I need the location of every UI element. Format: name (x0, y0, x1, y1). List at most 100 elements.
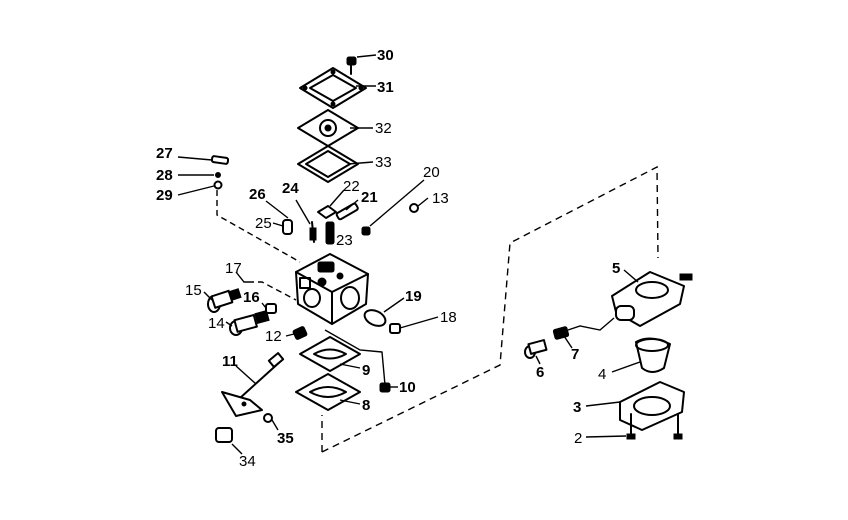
leader-17 (235, 271, 248, 283)
drain-line-10 (324, 329, 386, 386)
leader-23 (329, 235, 335, 241)
leader-20 (369, 179, 425, 227)
callout-25: 25 (255, 215, 272, 232)
callout-27: 27 (156, 145, 173, 162)
part-34-nut (215, 427, 233, 443)
part-32-diaphragm (297, 109, 359, 147)
leader-26 (265, 200, 289, 219)
leader-9 (339, 363, 361, 369)
part-22-lever (317, 205, 337, 219)
part-21-pin (335, 202, 359, 221)
leader-25 (272, 222, 284, 227)
part-20-screw (361, 226, 371, 236)
part-27-pin (210, 155, 230, 165)
callout-5: 5 (612, 260, 620, 277)
callout-3: 3 (573, 399, 581, 416)
part-12-spring (292, 326, 308, 340)
part-16-plug (265, 303, 277, 314)
leader-21 (345, 199, 359, 211)
callout-16: 16 (243, 289, 260, 306)
callout-13: 13 (432, 190, 449, 207)
callout-24: 24 (282, 180, 299, 197)
part-15-adjust-screw (207, 288, 242, 313)
leader-13 (417, 197, 429, 207)
callout-21: 21 (361, 189, 378, 206)
callout-15: 15 (185, 282, 202, 299)
callout-28: 28 (156, 167, 173, 184)
part-2-screw-right (673, 413, 683, 440)
leader-11 (235, 365, 257, 385)
part-35-clip (263, 413, 273, 423)
leader-35 (271, 419, 279, 431)
leader-4 (611, 361, 641, 373)
part-33-gasket (297, 145, 359, 183)
callout-34: 34 (239, 453, 256, 470)
part-10-cap (379, 382, 391, 393)
leader-7 (563, 335, 573, 349)
callout-32: 32 (375, 120, 392, 137)
part-7-spring (552, 326, 570, 340)
part-3-gasket (619, 381, 685, 431)
leader-12 (285, 333, 295, 337)
part-29-ring (213, 180, 223, 190)
part-14-adjust-screw (229, 310, 270, 336)
leader-14 (225, 321, 233, 327)
callout-14: 14 (208, 315, 225, 332)
leader-34 (231, 443, 243, 455)
callout-30: 30 (377, 47, 394, 64)
part-23-spring (325, 221, 335, 245)
leader-33 (347, 161, 374, 165)
callout-7: 7 (571, 346, 579, 363)
leader-24 (295, 199, 311, 225)
leader-2 (585, 435, 627, 438)
leader-16 (261, 302, 267, 309)
part-2-screw-left (626, 413, 636, 440)
part-19-plate (363, 309, 387, 327)
leader-18 (399, 316, 439, 329)
part-9-gasket (299, 336, 361, 372)
callout-29: 29 (156, 187, 173, 204)
part-13-clip (409, 203, 419, 213)
callout-2: 2 (574, 430, 582, 447)
leader-27 (177, 156, 213, 161)
leader-29 (177, 185, 215, 196)
pump-line (567, 317, 615, 331)
part-4-filter-cup (635, 337, 671, 373)
leader-30 (356, 54, 377, 58)
leader-6 (535, 355, 541, 365)
part-8-plate (295, 373, 361, 411)
part-28-clip (215, 172, 221, 178)
part-6-screw (524, 339, 548, 359)
callout-10: 10 (399, 379, 416, 396)
part-30-screw (346, 56, 357, 75)
callout-33: 33 (375, 154, 392, 171)
leader-15 (203, 291, 213, 301)
callout-11: 11 (222, 353, 238, 370)
callout-17: 17 (225, 260, 242, 277)
callout-6: 6 (536, 364, 544, 381)
assembly-dash-line (321, 165, 659, 453)
callout-4: 4 (598, 366, 606, 383)
part-31-cover (299, 67, 367, 109)
leader-3 (585, 401, 621, 407)
leader-22 (329, 189, 345, 207)
callout-9: 9 (362, 362, 370, 379)
leader-8 (339, 399, 361, 405)
callout-26: 26 (249, 186, 266, 203)
part-25-plug (282, 219, 293, 235)
callout-35: 35 (277, 430, 294, 447)
part-18-screw (389, 323, 401, 334)
fuel-line-dash-17 (248, 281, 297, 301)
callout-18: 18 (440, 309, 457, 326)
leader-19 (383, 297, 405, 313)
callout-8: 8 (362, 397, 370, 414)
part-11-throttle-shaft (221, 352, 285, 417)
fuel-line-dash-left (216, 190, 301, 263)
callout-31: 31 (377, 79, 394, 96)
callout-22: 22 (343, 178, 360, 195)
callout-20: 20 (423, 164, 440, 181)
callout-19: 19 (405, 288, 422, 305)
callout-23: 23 (336, 232, 353, 249)
leader-5 (623, 269, 639, 283)
